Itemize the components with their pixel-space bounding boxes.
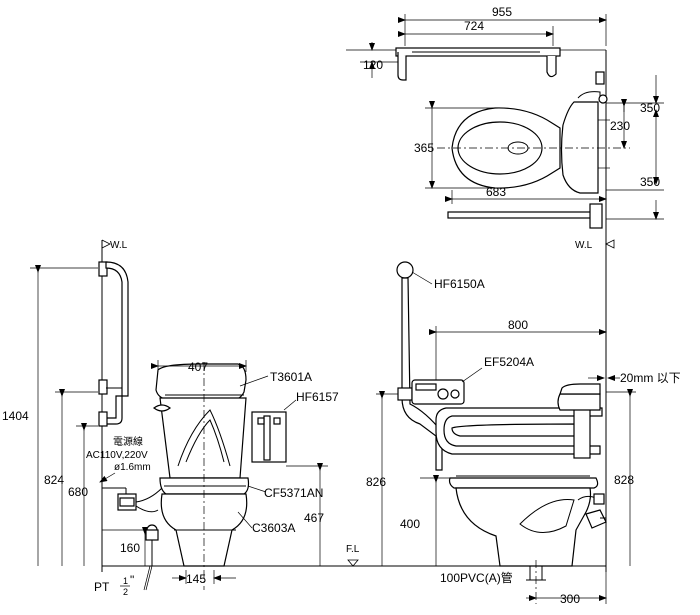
wl-plan-label: W.L bbox=[575, 240, 593, 251]
plan-swing-bar bbox=[447, 211, 593, 219]
dim-1404: 1404 bbox=[2, 409, 29, 423]
plan-rail-right-leg bbox=[546, 56, 557, 78]
hf6150a-top-cap bbox=[396, 261, 414, 279]
label-20mm: 20mm 以下 bbox=[620, 371, 681, 385]
plan-swing-bar-base bbox=[589, 203, 603, 229]
plan-rail-left-leg bbox=[397, 52, 407, 81]
pt-label: PT bbox=[94, 580, 110, 594]
tank-body bbox=[159, 397, 247, 479]
fl-label: F.L bbox=[346, 544, 360, 555]
label-c3603a: C3603A bbox=[252, 521, 295, 535]
plan-wall-valve bbox=[595, 71, 605, 85]
pt-denominator: 2 bbox=[123, 587, 128, 597]
wl-left-marker bbox=[101, 239, 111, 249]
wire-label: ø1.6mm bbox=[114, 462, 151, 473]
label-pipe: 100PVC(A)管 bbox=[440, 570, 513, 585]
right-stop-valve bbox=[585, 509, 607, 529]
left-rail-bottom-bracket bbox=[98, 411, 108, 427]
dim-724: 724 bbox=[464, 19, 484, 33]
hf6157-arm bbox=[263, 415, 271, 461]
grab-bar-inner-loop bbox=[451, 423, 579, 437]
plan-tank bbox=[560, 101, 599, 194]
dim-120: 120 bbox=[363, 58, 383, 72]
left-rail-foot bbox=[105, 395, 123, 425]
dim-400: 400 bbox=[400, 517, 420, 531]
flush-lever bbox=[152, 404, 172, 412]
dim-230: 230 bbox=[610, 119, 630, 133]
side-tank-lid bbox=[559, 383, 601, 395]
hf6150a-bracket bbox=[397, 387, 413, 401]
power-cord-label: 電源線 bbox=[113, 435, 143, 448]
voltage-label: AC110V,220V bbox=[86, 450, 148, 461]
left-elevation: W.L 1404 824 680 160 電源線 AC110V,220V ø1.… bbox=[2, 239, 360, 597]
dim-800: 800 bbox=[508, 318, 528, 332]
dim-350-top: 350 bbox=[640, 101, 660, 115]
wl-plan-marker bbox=[605, 239, 615, 249]
fl-marker bbox=[347, 559, 359, 567]
dim-824: 824 bbox=[44, 473, 64, 487]
pt-inch-mark: " bbox=[130, 573, 134, 587]
dim-826: 826 bbox=[366, 475, 386, 489]
side-tank-top bbox=[557, 393, 601, 411]
label-hf6150a: HF6150A bbox=[434, 277, 485, 291]
dim-680: 680 bbox=[68, 485, 88, 499]
hf6150a-vertical-bar bbox=[401, 277, 443, 471]
pt-numerator: 1 bbox=[123, 576, 128, 586]
dim-955: 955 bbox=[492, 5, 512, 19]
left-vertical-grab-bar bbox=[105, 261, 129, 397]
label-cf5371an: CF5371AN bbox=[264, 486, 323, 500]
dim-407: 407 bbox=[188, 360, 208, 374]
left-rail-top-bracket bbox=[98, 261, 108, 277]
dim-145: 145 bbox=[186, 572, 206, 586]
dim-365: 365 bbox=[414, 141, 434, 155]
label-ef5204a: EF5204A bbox=[484, 355, 534, 369]
left-rail-mid-bracket bbox=[98, 379, 108, 395]
dim-300: 300 bbox=[560, 592, 580, 606]
supply-stop bbox=[145, 529, 159, 541]
wl-left-label: W.L bbox=[110, 240, 128, 251]
dim-350-bottom: 350 bbox=[640, 175, 660, 189]
side-bowl bbox=[455, 487, 592, 567]
side-bowl-trap bbox=[519, 499, 575, 533]
grab-bar-hinge bbox=[573, 407, 591, 459]
dim-828: 828 bbox=[614, 473, 634, 487]
dim-467: 467 bbox=[304, 511, 324, 525]
right-elevation: HF6150A 826 EF5204A 800 bbox=[366, 261, 681, 606]
label-hf6157: HF6157 bbox=[296, 390, 339, 404]
right-supply-valve bbox=[593, 493, 605, 505]
plan-view: 955 724 120 350 3 bbox=[360, 5, 664, 252]
dim-160: 160 bbox=[120, 541, 140, 555]
side-seat bbox=[448, 477, 599, 489]
dim-683: 683 bbox=[486, 185, 506, 199]
label-t3601a: T3601A bbox=[270, 370, 312, 384]
